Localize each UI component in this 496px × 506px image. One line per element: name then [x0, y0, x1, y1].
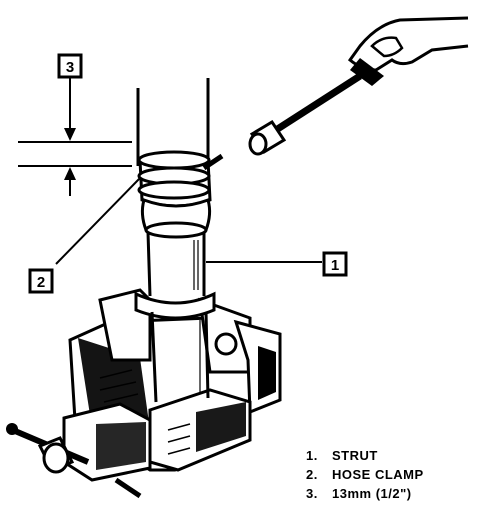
hand-with-tool — [248, 16, 469, 156]
legend-text: 13mm (1/2") — [332, 486, 412, 501]
legend-number: 1. — [306, 448, 318, 463]
legend: 1. STRUT 2. HOSE CLAMP 3. 13mm (1/2") — [306, 446, 492, 503]
callout-2-label: 2 — [37, 274, 45, 291]
bench-vise — [6, 288, 282, 499]
callout-1: 1 — [322, 251, 348, 277]
legend-item-hose-clamp: 2. HOSE CLAMP — [306, 465, 492, 484]
leader-line-2 — [55, 177, 141, 265]
callout-3-label: 3 — [66, 59, 74, 76]
legend-item-strut: 1. STRUT — [306, 446, 492, 465]
legend-text: HOSE CLAMP — [332, 467, 424, 482]
dimension-13mm — [18, 76, 132, 196]
legend-number: 2. — [306, 467, 318, 482]
legend-item-dimension: 3. 13mm (1/2") — [306, 484, 492, 503]
callout-2: 2 — [28, 268, 54, 294]
callout-1-label: 1 — [331, 257, 339, 274]
legend-number: 3. — [306, 486, 318, 501]
legend-text: STRUT — [332, 448, 378, 463]
strut — [134, 78, 224, 403]
callout-3: 3 — [57, 53, 83, 79]
